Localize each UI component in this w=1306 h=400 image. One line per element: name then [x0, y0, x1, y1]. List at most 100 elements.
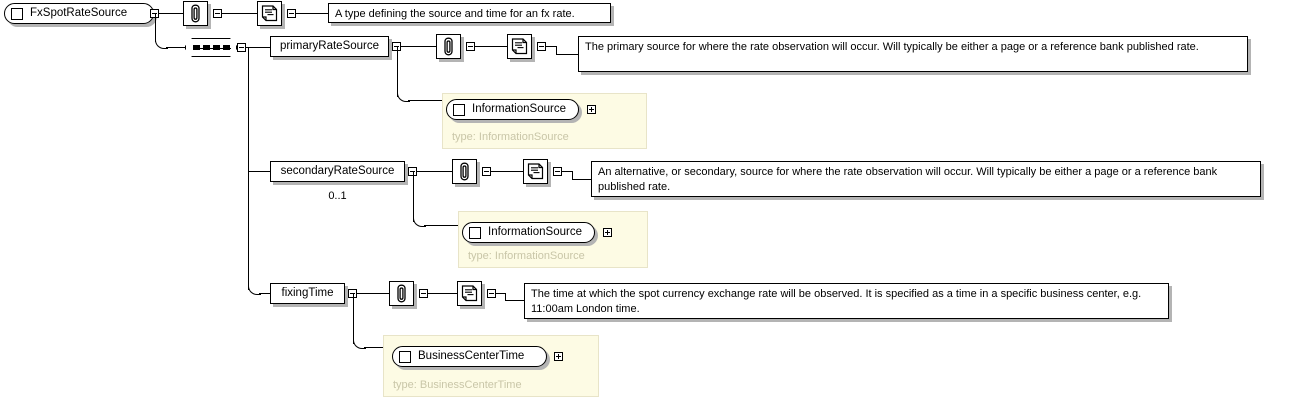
- sequence-compositor-icon[interactable]: [185, 38, 237, 57]
- element-marker-icon: [11, 7, 23, 20]
- doc-expander-fixingtime-minus-box-icon[interactable]: [487, 289, 496, 298]
- expander-secondaryRateSource-minus-box-icon[interactable]: [408, 167, 417, 176]
- annotation-paperclip-icon-box-fixingtime[interactable]: [389, 281, 414, 306]
- element-marker-icon: [453, 103, 465, 116]
- connector-elbow: [353, 336, 366, 349]
- document-icon: [511, 38, 528, 55]
- root-element-FxSpotRateSource[interactable]: FxSpotRateSource: [4, 3, 154, 24]
- paperclip-icon: [444, 37, 453, 56]
- documentation-icon-box-secondary[interactable]: [523, 159, 548, 184]
- connector-line: [222, 13, 257, 14]
- annotation-expander-secondary-minus-box-icon[interactable]: [482, 167, 491, 176]
- doc-expander-primary-minus-box-icon[interactable]: [537, 42, 546, 51]
- sequence-dot: [222, 45, 230, 50]
- sequence-line: [193, 48, 231, 49]
- connector-line: [166, 47, 185, 48]
- connector-line: [259, 293, 270, 294]
- connector-elbow: [413, 214, 426, 227]
- connector-line: [556, 54, 579, 55]
- paperclip-icon: [191, 4, 200, 23]
- connector-line: [496, 293, 506, 294]
- type-element-label: BusinessCenterTime: [418, 349, 525, 362]
- connector-line: [505, 293, 506, 301]
- documentation-icon-box-root[interactable]: [257, 1, 282, 26]
- connector-line: [413, 172, 414, 222]
- connector-trunk-line: [248, 47, 249, 290]
- connector-line: [556, 46, 557, 55]
- element-label: secondaryRateSource: [280, 164, 395, 177]
- connector-line: [357, 293, 389, 294]
- element-marker-icon: [469, 226, 481, 239]
- connector-line: [572, 179, 592, 180]
- connector-line: [159, 13, 183, 14]
- annotation-box-fixingTime: The time at which the spot currency exch…: [524, 283, 1169, 319]
- type-element-BusinessCenterTime[interactable]: BusinessCenterTime: [392, 346, 547, 367]
- type-element-label: InformationSource: [488, 225, 582, 238]
- element-box-fixingTime[interactable]: fixingTime: [270, 283, 345, 304]
- root-element-label: FxSpotRateSource: [30, 6, 128, 19]
- root-annotation-expander-minus-box-icon[interactable]: [213, 9, 222, 18]
- connector-line: [428, 293, 457, 294]
- connector-elbow: [248, 282, 261, 295]
- expander-fixingTime-minus-box-icon[interactable]: [348, 289, 357, 298]
- expander-primaryRateSource-minus-box-icon[interactable]: [392, 42, 401, 51]
- type-expander-businesscentertime-plus-box-icon[interactable]: [554, 352, 563, 361]
- annotation-paperclip-icon-box-primary[interactable]: [436, 34, 461, 59]
- connector-line: [155, 14, 156, 42]
- element-box-primaryRateSource[interactable]: primaryRateSource: [270, 36, 389, 57]
- element-marker-icon: [399, 350, 411, 363]
- element-label: fixingTime: [281, 286, 334, 299]
- connector-line: [364, 347, 384, 348]
- connector-line: [417, 171, 452, 172]
- sequence-dot: [202, 45, 210, 50]
- type-label: type: BusinessCenterTime: [393, 379, 522, 391]
- connector-line: [353, 294, 354, 344]
- connector-line: [505, 300, 525, 301]
- document-icon: [527, 163, 544, 180]
- connector-line: [296, 13, 328, 14]
- annotation-box-primaryRateSource: The primary source for where the rate ob…: [578, 36, 1248, 72]
- cardinality-label-secondaryRateSource: 0..1: [328, 190, 347, 202]
- connector-elbow: [155, 34, 168, 49]
- doc-expander-secondary-minus-box-icon[interactable]: [553, 167, 562, 176]
- documentation-icon-box-fixingtime[interactable]: [457, 281, 482, 306]
- connector-line: [401, 46, 436, 47]
- connector-line: [408, 100, 443, 101]
- type-element-InformationSource-secondary[interactable]: InformationSource: [462, 222, 595, 243]
- element-label: primaryRateSource: [279, 39, 380, 52]
- annotation-paperclip-icon-box-secondary[interactable]: [452, 159, 477, 184]
- annotation-box-secondaryRateSource: An alternative, or secondary, source for…: [591, 161, 1261, 197]
- annotation-expander-primary-minus-box-icon[interactable]: [466, 42, 475, 51]
- connector-line: [572, 171, 573, 180]
- type-element-InformationSource-primary[interactable]: InformationSource: [446, 99, 579, 120]
- root-annotation-box: A type defining the source and time for …: [328, 3, 611, 23]
- type-label: type: InformationSource: [468, 250, 585, 262]
- connector-line: [546, 46, 557, 47]
- connector-line: [475, 46, 507, 47]
- annotation-text: An alternative, or secondary, source for…: [598, 166, 1218, 193]
- annotation-text: The time at which the spot currency exch…: [531, 288, 1142, 315]
- paperclip-icon: [397, 284, 406, 303]
- sequence-dot: [192, 45, 200, 50]
- connector-line: [562, 171, 573, 172]
- paperclip-icon: [460, 162, 469, 181]
- documentation-icon-box-primary[interactable]: [507, 34, 532, 59]
- connector-elbow: [397, 89, 410, 102]
- connector-line: [491, 171, 523, 172]
- annotation-text: The primary source for where the rate ob…: [585, 41, 1199, 53]
- connector-line: [246, 47, 270, 48]
- connector-line: [424, 225, 459, 226]
- annotation-expander-fixingtime-minus-box-icon[interactable]: [419, 289, 428, 298]
- root-expander-minus-box-icon[interactable]: [150, 9, 159, 18]
- connector-line: [397, 47, 398, 97]
- type-expander-secondary-plus-box-icon[interactable]: [603, 228, 612, 237]
- annotation-paperclip-icon-box-root[interactable]: [183, 1, 208, 26]
- connector-line: [248, 171, 270, 172]
- root-doc-expander-minus-box-icon[interactable]: [287, 9, 296, 18]
- type-label: type: InformationSource: [452, 131, 569, 143]
- sequence-expander-minus-box-icon[interactable]: [237, 43, 246, 52]
- element-box-secondaryRateSource[interactable]: secondaryRateSource: [270, 161, 405, 182]
- type-expander-primary-plus-box-icon[interactable]: [587, 105, 596, 114]
- document-icon: [261, 5, 278, 22]
